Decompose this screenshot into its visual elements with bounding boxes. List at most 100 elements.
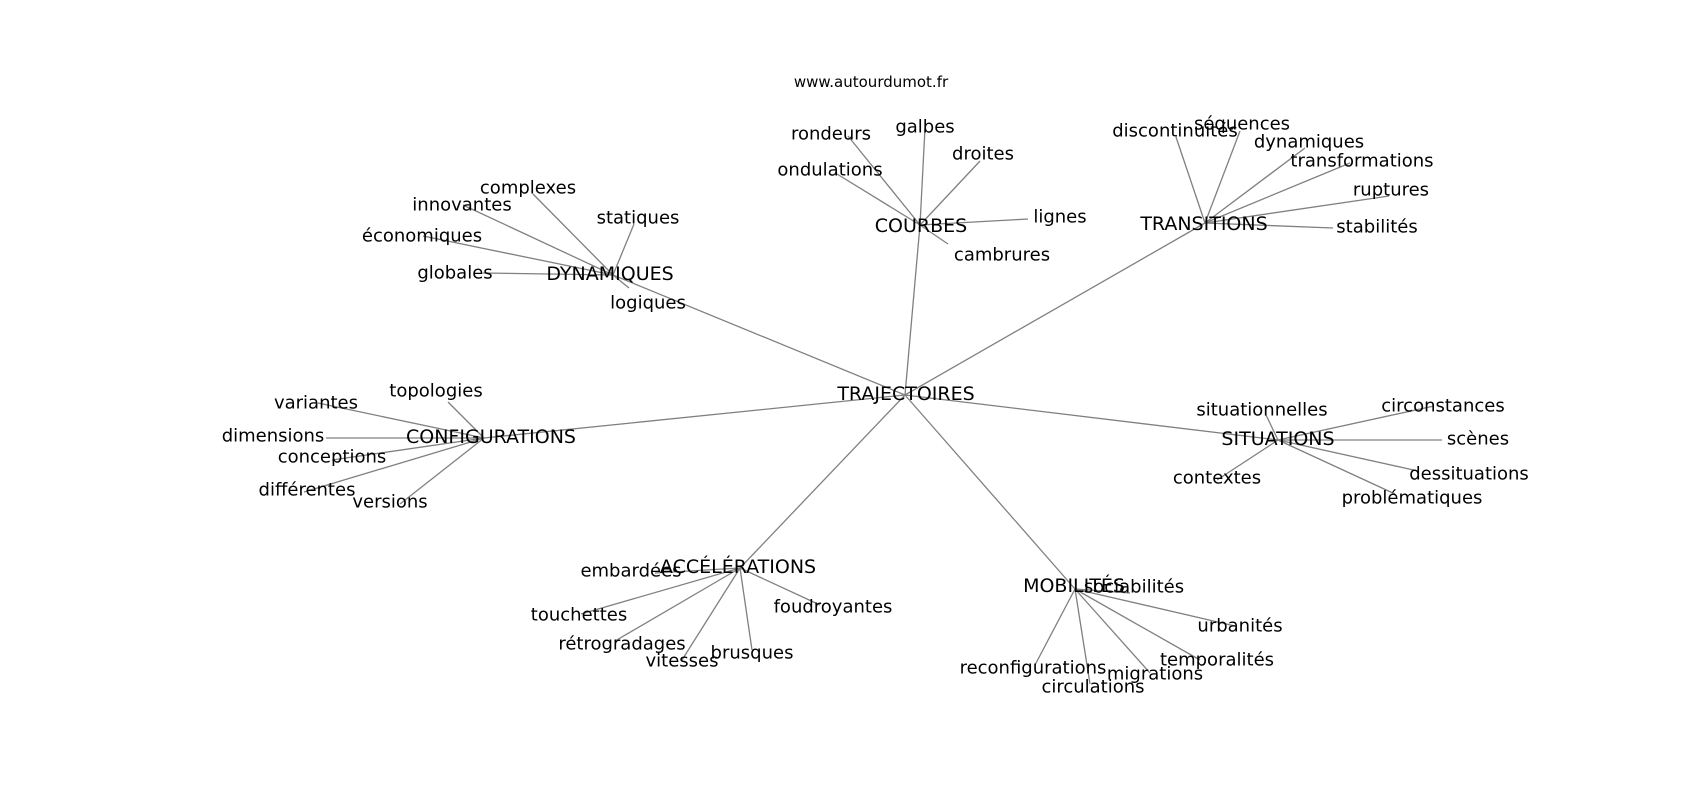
word-label-accelerations-1: touchettes xyxy=(531,605,627,626)
edge-courbes-1 xyxy=(919,127,926,226)
edge-root-mobilites xyxy=(904,394,1076,590)
word-label-transitions-3: transformations xyxy=(1290,151,1433,172)
word-label-accelerations-5: brusques xyxy=(711,643,794,664)
word-label-situations-5: problématiques xyxy=(1342,488,1483,509)
edge-situations-4 xyxy=(1216,439,1279,481)
hub-label-mobilites: MOBILITÉS xyxy=(1023,574,1125,597)
edge-mobilites-1 xyxy=(1074,588,1236,627)
edge-configurations-1 xyxy=(317,402,485,439)
hub-label-situations: SITUATIONS xyxy=(1221,428,1334,450)
word-label-dynamiques-2: statiques xyxy=(597,208,680,229)
word-label-mobilites-5: circulations xyxy=(1041,677,1144,698)
edge-root-configurations xyxy=(483,394,906,439)
word-label-dynamiques-5: logiques xyxy=(610,293,686,314)
word-label-mobilites-1: urbanités xyxy=(1197,616,1282,637)
edge-accelerations-5 xyxy=(739,567,753,651)
edge-mobilites-3 xyxy=(1034,588,1076,666)
word-label-dynamiques-3: économiques xyxy=(362,226,482,247)
word-label-dynamiques-0: complexes xyxy=(480,178,576,199)
edge-configurations-0 xyxy=(447,401,485,439)
edge-root-accelerations xyxy=(739,394,906,569)
word-label-mobilites-4: migrations xyxy=(1107,664,1203,685)
edge-courbes-0 xyxy=(847,135,921,226)
word-label-accelerations-0: embardées xyxy=(580,561,681,582)
word-label-courbes-3: ondulations xyxy=(777,160,882,181)
edge-configurations-3 xyxy=(331,437,485,461)
edge-accelerations-4 xyxy=(681,567,741,661)
word-label-transitions-0: discontinuités xyxy=(1112,121,1238,142)
edge-root-courbes xyxy=(904,224,921,396)
word-label-transitions-2: dynamiques xyxy=(1254,132,1364,153)
edge-configurations-4 xyxy=(303,437,485,493)
edge-transitions-3 xyxy=(1204,162,1351,224)
word-label-accelerations-3: rétrogradages xyxy=(558,634,685,655)
edge-root-situations xyxy=(904,394,1279,441)
edge-situations-1 xyxy=(1277,405,1435,441)
word-label-situations-3: dessituations xyxy=(1409,464,1529,485)
edge-dynamiques-3 xyxy=(422,235,614,276)
hub-label-courbes: COURBES xyxy=(875,215,967,237)
edge-courbes-4 xyxy=(919,218,1029,226)
word-label-courbes-0: rondeurs xyxy=(791,124,871,145)
word-label-situations-0: situationnelles xyxy=(1196,400,1327,421)
edge-mobilites-0 xyxy=(1074,588,1131,594)
edge-root-transitions xyxy=(904,222,1206,396)
edge-dynamiques-4 xyxy=(482,272,614,276)
word-label-transitions-4: ruptures xyxy=(1353,180,1429,201)
edge-dynamiques-5 xyxy=(612,274,630,289)
hub-label-dynamiques: DYNAMIQUES xyxy=(546,263,673,285)
edge-transitions-5 xyxy=(1204,222,1334,229)
word-label-courbes-5: cambrures xyxy=(954,245,1050,266)
edge-situations-3 xyxy=(1277,439,1419,472)
word-label-transitions-1: séquences xyxy=(1194,114,1290,135)
website-label: www.autourdumot.fr xyxy=(794,73,949,91)
edge-configurations-5 xyxy=(399,437,485,505)
word-label-configurations-2: dimensions xyxy=(222,426,325,447)
graph-edges xyxy=(303,127,1442,685)
word-label-dynamiques-4: globales xyxy=(417,263,492,284)
edge-accelerations-1 xyxy=(580,567,741,615)
word-label-mobilites-0: sociabilités xyxy=(1084,577,1184,598)
word-label-configurations-4: différentes xyxy=(259,480,356,501)
edge-accelerations-2 xyxy=(739,567,821,606)
edge-courbes-5 xyxy=(919,224,949,245)
word-label-situations-1: circonstances xyxy=(1381,396,1504,417)
word-label-situations-4: contextes xyxy=(1173,468,1261,489)
word-label-transitions-5: stabilités xyxy=(1336,217,1417,238)
hub-label-accelerations: ACCÉLÉRATIONS xyxy=(660,555,816,578)
edge-dynamiques-0 xyxy=(532,193,614,276)
edge-accelerations-3 xyxy=(614,567,741,642)
word-label-accelerations-2: foudroyantes xyxy=(774,597,893,618)
edge-mobilites-5 xyxy=(1074,588,1091,685)
word-label-configurations-3: conceptions xyxy=(278,447,387,468)
word-label-mobilites-3: reconfigurations xyxy=(960,658,1107,679)
word-label-accelerations-4: vitesses xyxy=(646,651,719,672)
word-label-situations-2: scènes xyxy=(1447,429,1509,450)
edge-accelerations-0 xyxy=(654,567,741,574)
edge-transitions-2 xyxy=(1204,147,1306,224)
edge-courbes-3 xyxy=(836,173,921,226)
edge-mobilites-2 xyxy=(1074,588,1201,661)
word-label-configurations-1: variantes xyxy=(274,393,358,414)
edge-transitions-0 xyxy=(1175,136,1206,224)
graph-labels: TRAJECTOIRES DYNAMIQUES complexesinnovante… xyxy=(222,114,1529,698)
edge-mobilites-4 xyxy=(1074,588,1151,674)
hub-label-configurations: CONFIGURATIONS xyxy=(406,426,576,448)
hub-label-transitions: TRANSITIONS xyxy=(1139,213,1267,235)
edge-dynamiques-2 xyxy=(612,223,635,276)
edge-dynamiques-1 xyxy=(462,204,614,276)
word-label-courbes-4: lignes xyxy=(1033,207,1086,228)
word-label-configurations-0: topologies xyxy=(389,381,482,402)
edge-courbes-2 xyxy=(919,160,981,226)
word-label-configurations-5: versions xyxy=(352,492,427,513)
edge-situations-0 xyxy=(1265,414,1279,441)
word-label-courbes-2: droites xyxy=(952,144,1014,165)
edge-transitions-4 xyxy=(1204,195,1390,224)
edge-transitions-1 xyxy=(1204,130,1241,224)
edge-situations-5 xyxy=(1277,439,1396,495)
root-node-label: TRAJECTOIRES xyxy=(836,383,974,405)
word-label-mobilites-2: temporalités xyxy=(1160,650,1274,671)
word-label-courbes-1: galbes xyxy=(895,117,954,138)
word-label-dynamiques-1: innovantes xyxy=(412,195,511,216)
